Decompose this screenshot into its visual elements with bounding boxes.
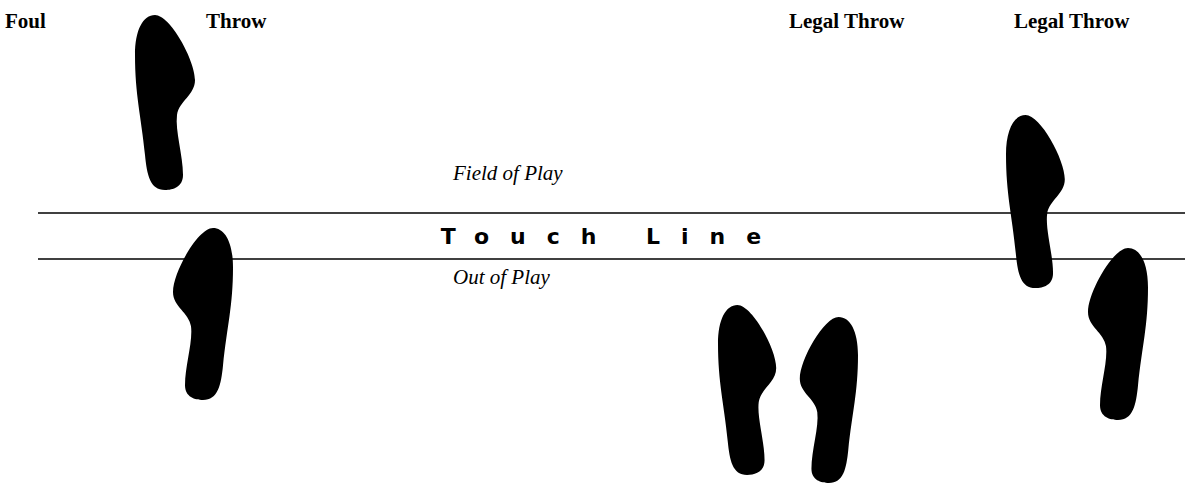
throw-caption: Legal Throw bbox=[789, 9, 904, 34]
footprint bbox=[173, 228, 233, 400]
area-label: Field of Play bbox=[453, 161, 563, 186]
footprint bbox=[800, 317, 858, 483]
band-label: Touch Line bbox=[441, 224, 782, 249]
throw-caption: Legal Throw bbox=[1014, 9, 1129, 34]
footprint bbox=[1088, 248, 1148, 420]
throw-caption: Throw bbox=[206, 9, 266, 34]
area-label: Out of Play bbox=[453, 265, 550, 290]
footprint bbox=[135, 15, 195, 190]
footprint bbox=[1006, 115, 1065, 288]
throw-caption: Foul bbox=[5, 9, 46, 34]
touch-line-band: Touch Line bbox=[38, 214, 1185, 258]
footprint bbox=[718, 305, 776, 475]
